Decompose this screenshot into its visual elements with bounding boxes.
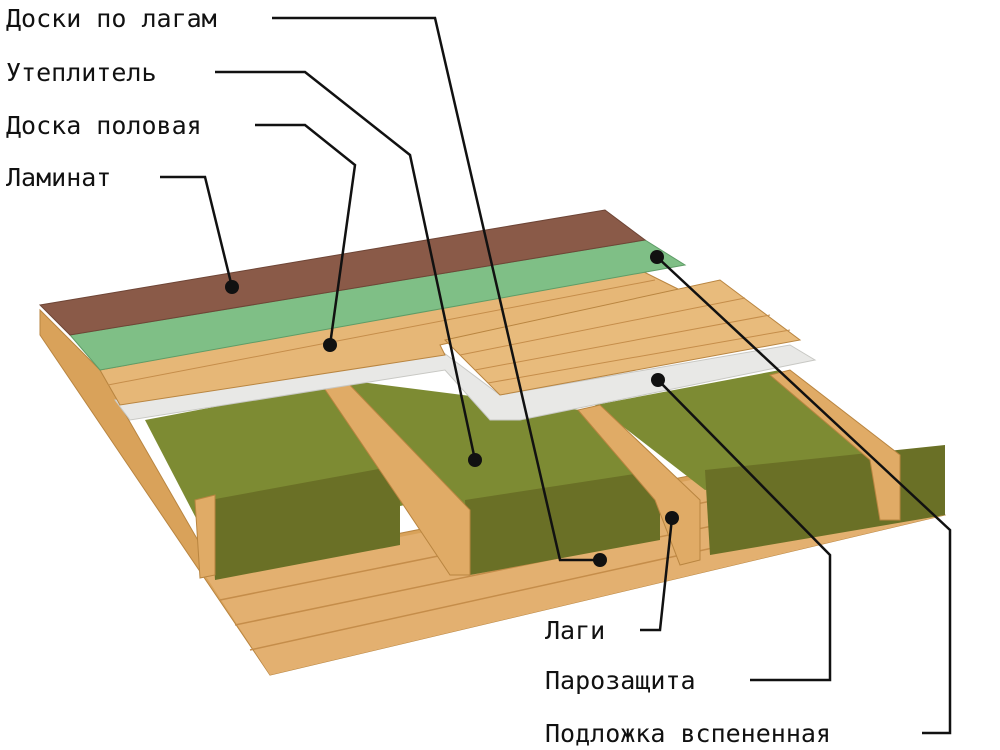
label-foam-underlay: Подложка вспененная: [545, 719, 831, 748]
joists: [194, 369, 901, 579]
laminate-layer: [38, 209, 647, 336]
label-laminate: Ламинат: [6, 163, 112, 192]
label-floor-board: Доска половая: [6, 111, 202, 140]
marker-dots: [225, 250, 679, 567]
label-insulation: Утеплитель: [6, 58, 157, 87]
leader-lines: [160, 16, 952, 735]
label-vapor-barrier: Парозащита: [545, 666, 696, 695]
label-joists: Лаги: [545, 616, 606, 645]
label-boards-on-joists: Доски по лагам: [6, 4, 217, 33]
